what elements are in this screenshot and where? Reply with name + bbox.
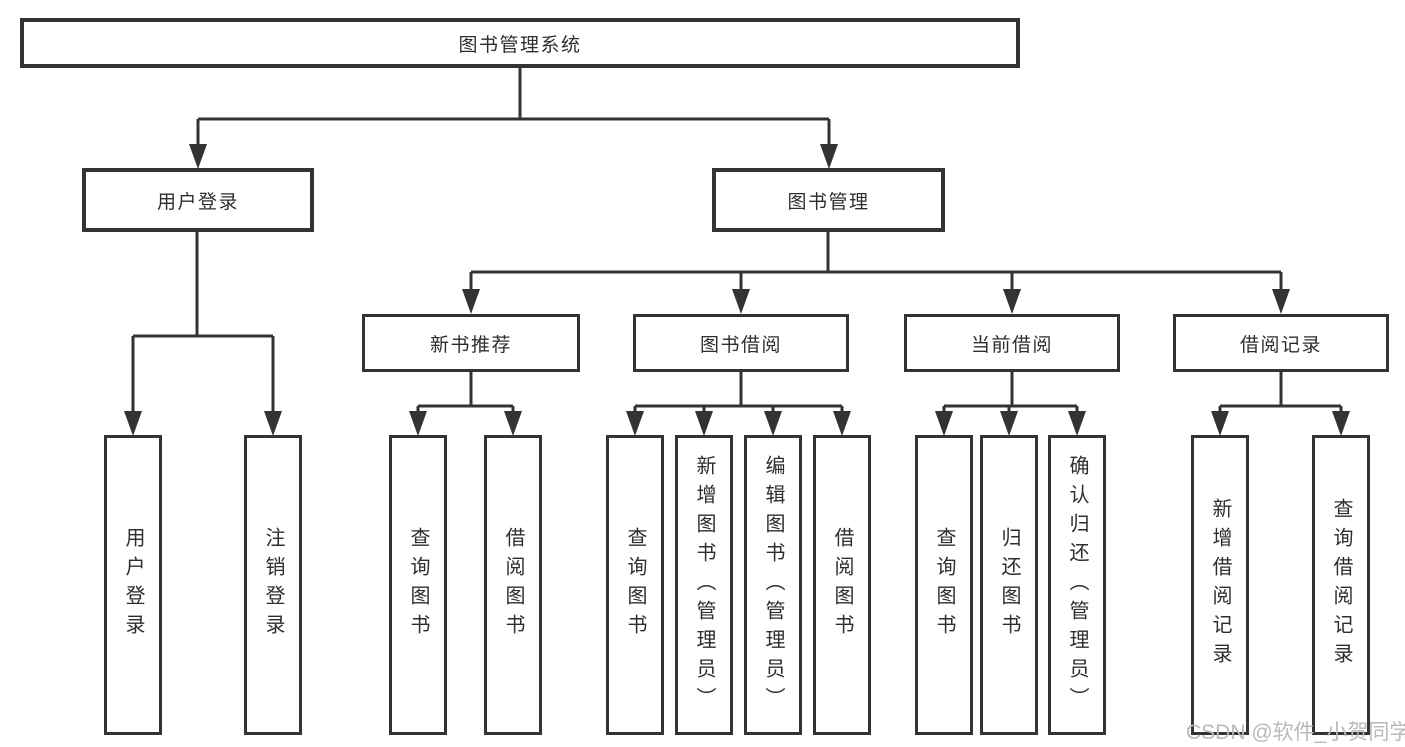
node-label: 新书推荐 — [429, 334, 512, 356]
leaf-confirm-return-admin: 确认归还（管理员） — [1048, 435, 1106, 735]
leaf-query-books-3: 查询图书 — [915, 435, 973, 735]
arrowheads — [124, 144, 1350, 436]
leaf-query-books-1: 查询图书 — [389, 435, 447, 735]
node-label: 确认归还（管理员） — [1066, 454, 1088, 716]
node-label: 新增图书（管理员） — [693, 454, 715, 716]
node-label: 借阅图书 — [831, 527, 853, 643]
leaf-edit-books-admin: 编辑图书（管理员） — [744, 435, 802, 735]
node-label: 查询图书 — [933, 527, 955, 643]
node-label: 新增借阅记录 — [1209, 498, 1231, 672]
node-label: 借阅记录 — [1239, 334, 1322, 356]
node-label: 用户登录 — [156, 191, 239, 213]
leaf-borrow-books-2: 借阅图书 — [813, 435, 871, 735]
leaf-add-borrow-record: 新增借阅记录 — [1191, 435, 1249, 735]
node-user-login: 用户登录 — [82, 168, 314, 232]
leaf-query-books-2: 查询图书 — [606, 435, 664, 735]
node-book-management: 图书管理 — [712, 168, 945, 232]
node-label: 查询图书 — [407, 527, 429, 643]
leaf-add-books-admin: 新增图书（管理员） — [675, 435, 733, 735]
node-label: 借阅图书 — [502, 527, 524, 643]
node-label: 当前借阅 — [970, 334, 1053, 356]
node-label: 归还图书 — [998, 527, 1020, 643]
leaf-borrow-books-1: 借阅图书 — [484, 435, 542, 735]
node-label: 图书管理 — [787, 191, 870, 213]
node-book-borrow: 图书借阅 — [633, 314, 849, 372]
leaf-return-books: 归还图书 — [980, 435, 1038, 735]
node-label: 查询图书 — [624, 527, 646, 643]
leaf-logout: 注销登录 — [244, 435, 302, 735]
node-label: 用户登录 — [122, 527, 144, 643]
csdn-watermark: CSDN @软件_小贺同学 — [1186, 721, 1405, 744]
node-current-borrow: 当前借阅 — [904, 314, 1120, 372]
node-borrow-records: 借阅记录 — [1173, 314, 1389, 372]
node-label: 编辑图书（管理员） — [762, 454, 784, 716]
node-label: 查询借阅记录 — [1330, 498, 1352, 672]
leaf-user-login: 用户登录 — [104, 435, 162, 735]
leaf-query-borrow-record: 查询借阅记录 — [1312, 435, 1370, 735]
node-new-book-recommend: 新书推荐 — [362, 314, 580, 372]
node-label: 图书借阅 — [699, 334, 782, 356]
node-library-management-system: 图书管理系统 — [20, 18, 1020, 68]
node-label: 注销登录 — [262, 527, 284, 643]
node-label: 图书管理系统 — [458, 34, 582, 56]
